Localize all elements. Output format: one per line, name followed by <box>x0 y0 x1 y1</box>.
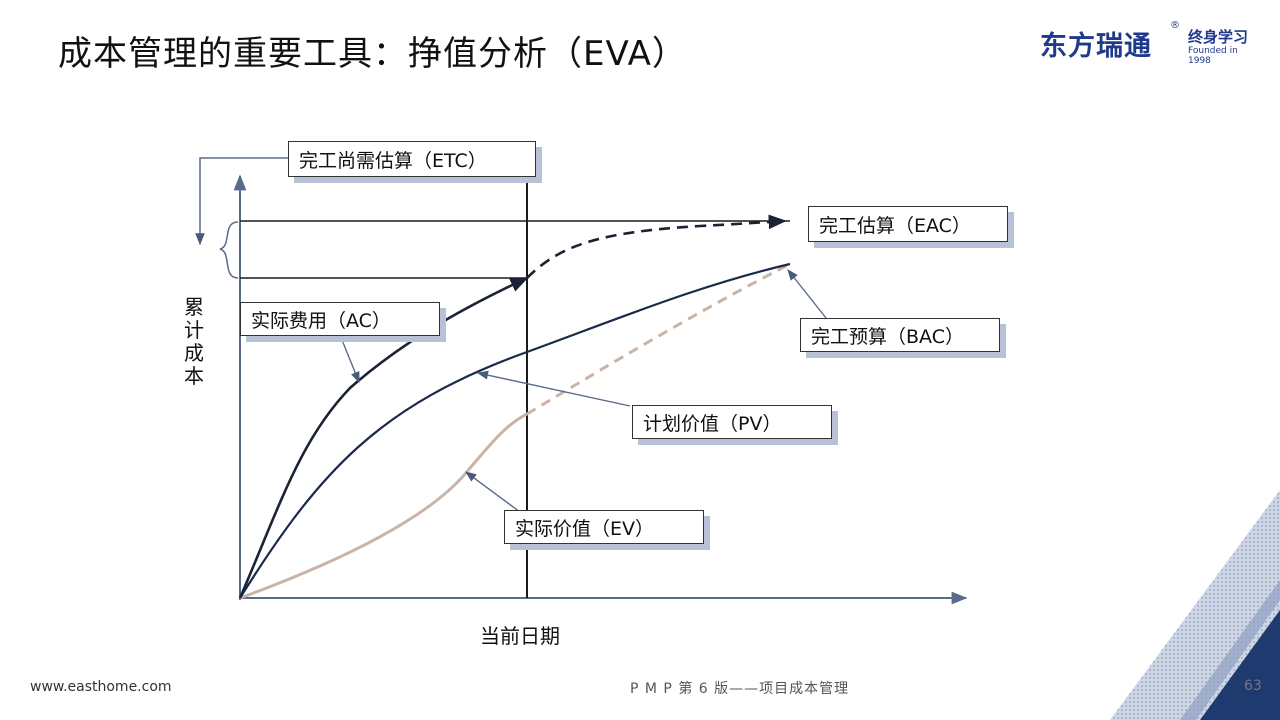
etc-bracket <box>219 221 239 279</box>
page-title: 成本管理的重要工具：挣值分析（EVA） <box>58 34 687 74</box>
ev-curve <box>239 412 528 600</box>
bac-label-text: 完工预算（BAC） <box>811 325 964 348</box>
etc-label: 完工尚需估算（ETC） <box>288 141 536 177</box>
pv-pointer <box>476 370 631 407</box>
y-axis-label: 累计成本 <box>184 295 204 388</box>
company-logo: 东方瑞通 ® 终身学习 Founded in 1998 <box>1040 20 1260 66</box>
eac-label: 完工估算（EAC） <box>808 206 1008 242</box>
pv-curve <box>239 262 791 599</box>
pv-label: 计划价值（PV） <box>632 405 832 439</box>
page-number: 63 <box>1244 678 1262 694</box>
ac-pointer <box>341 339 360 384</box>
ev-forecast-curve <box>526 262 791 416</box>
ac-label: 实际费用（AC） <box>240 302 440 336</box>
etc-bracket-arrow <box>195 157 290 246</box>
ac-curve <box>238 276 529 599</box>
footer-website[interactable]: www.easthome.com <box>30 679 172 695</box>
ev-label-text: 实际价值（EV） <box>515 517 655 540</box>
footer-course: P M P 第 6 版——项目成本管理 <box>630 681 850 697</box>
eac-label-text: 完工估算（EAC） <box>819 214 971 237</box>
ac-label-text: 实际费用（AC） <box>251 309 391 332</box>
ev-pointer <box>465 471 521 513</box>
logo-founded-text: Founded in 1998 <box>1188 46 1238 66</box>
logo-main-text: 东方瑞通 <box>1040 31 1152 62</box>
x-axis-label: 当前日期 <box>480 624 560 648</box>
logo-sub-text: 终身学习 <box>1188 28 1249 46</box>
ev-label: 实际价值（EV） <box>504 510 704 544</box>
logo-registered-mark: ® <box>1170 20 1180 31</box>
pv-label-text: 计划价值（PV） <box>643 412 782 435</box>
ac-forecast-curve <box>526 214 787 279</box>
bac-pointer <box>787 269 827 319</box>
bac-label: 完工预算（BAC） <box>800 318 1000 352</box>
etc-label-text: 完工尚需估算（ETC） <box>299 149 487 172</box>
